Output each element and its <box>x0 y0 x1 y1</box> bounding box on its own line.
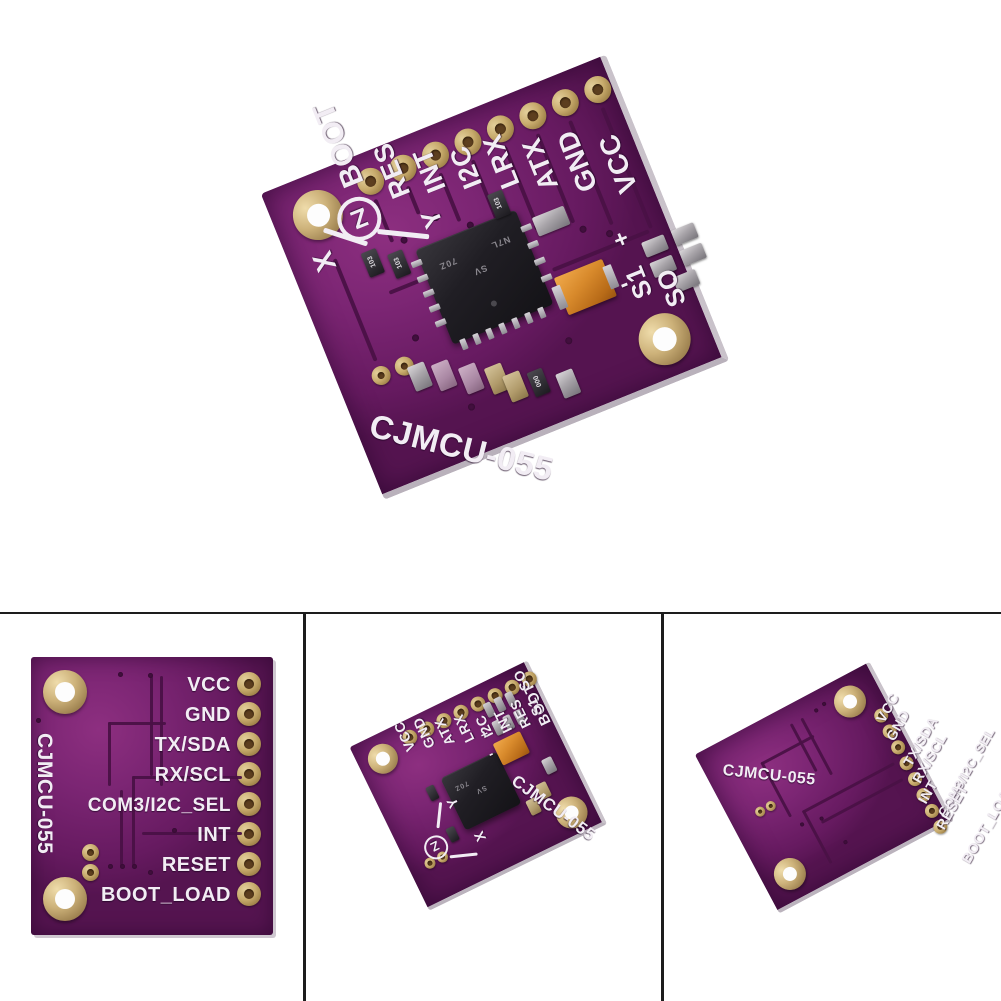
pcb-via <box>120 864 125 869</box>
silk-pin-label-reset: RESET <box>161 854 231 876</box>
ic-marking: 70Z <box>452 779 470 793</box>
silk-pin-label-bootload: BOOT_LOAD <box>100 884 231 906</box>
resistor-code: 103 <box>366 254 378 269</box>
pcb-trace <box>132 776 242 779</box>
pcb-trace <box>120 790 123 866</box>
pin-pad-rxscl <box>237 762 261 786</box>
thumbnail-strip: VCC GND TX/SDA RX/SCL COM3/I2C_SEL INT R… <box>0 614 1001 1001</box>
pcb-via <box>108 864 113 869</box>
solder-jumper-pad-b <box>82 864 99 881</box>
pcb-trace <box>108 722 166 725</box>
panel-back-flat: VCC GND TX/SDA RX/SCL COM3/I2C_SEL INT R… <box>0 614 303 1001</box>
pcb-trace <box>142 832 242 835</box>
silk-pin-label-com3: COM3/I2C_SEL <box>87 795 231 816</box>
mounting-hole-bottom-left <box>43 877 87 921</box>
pcb-board-back-angled <box>694 661 955 914</box>
silk-pin-label-gnd: GND <box>185 704 231 726</box>
panel-divider-vertical-left <box>303 614 306 1001</box>
silk-board-label: CJMCU-055 <box>33 733 56 855</box>
pcb-via <box>148 870 153 875</box>
pin-pad-gnd <box>237 702 261 726</box>
pin-pad-txsda <box>237 732 261 756</box>
pcb-trace <box>132 776 135 866</box>
ic-marking-line-2: SV <box>472 262 489 278</box>
panel-back-angled: VCC GND TX/SDA RX/SCL COM3/I2C_SEL INT R… <box>664 614 1001 1001</box>
resistor-code: 000 <box>532 374 544 388</box>
ic-marking-line-1: 70Z <box>437 255 459 272</box>
panel-front-angled: 70Z SV VCC GND ATX LRX I2C <box>306 614 661 1001</box>
pcb-via <box>148 673 153 678</box>
pcb-via <box>172 828 177 833</box>
silk-pin-label-int: INT <box>197 824 231 846</box>
panel-divider-horizontal <box>0 612 1001 615</box>
panel-divider-vertical-right <box>661 614 664 1001</box>
pin-pad-vcc <box>237 672 261 696</box>
hero-panel: 70Z SV N7L <box>0 0 1001 614</box>
resistor-code: 103 <box>492 196 504 210</box>
mounting-hole-top-left <box>43 670 87 714</box>
pcb-via <box>118 672 123 677</box>
pcb-trace <box>108 722 111 786</box>
silk-pin-label-vcc: VCC <box>187 674 231 696</box>
pin-pad-bootload <box>237 882 261 906</box>
resistor-code: 103 <box>393 256 404 270</box>
pcb-trace <box>160 676 163 786</box>
solder-jumper-pad-a <box>82 844 99 861</box>
pin-pad-com3 <box>237 792 261 816</box>
silk-pin-label-rxscl: RX/SCL <box>154 764 231 786</box>
ic-pin1-dot <box>489 299 498 308</box>
ic-marking: SV <box>474 783 488 795</box>
ic-marking-line-3: N7L <box>489 234 512 251</box>
pin-pad-reset <box>237 852 261 876</box>
pcb-via <box>36 718 41 723</box>
silk-pin-label-txsda: TX/SDA <box>154 734 231 756</box>
pcb-via <box>132 864 137 869</box>
pcb-trace <box>150 676 153 776</box>
